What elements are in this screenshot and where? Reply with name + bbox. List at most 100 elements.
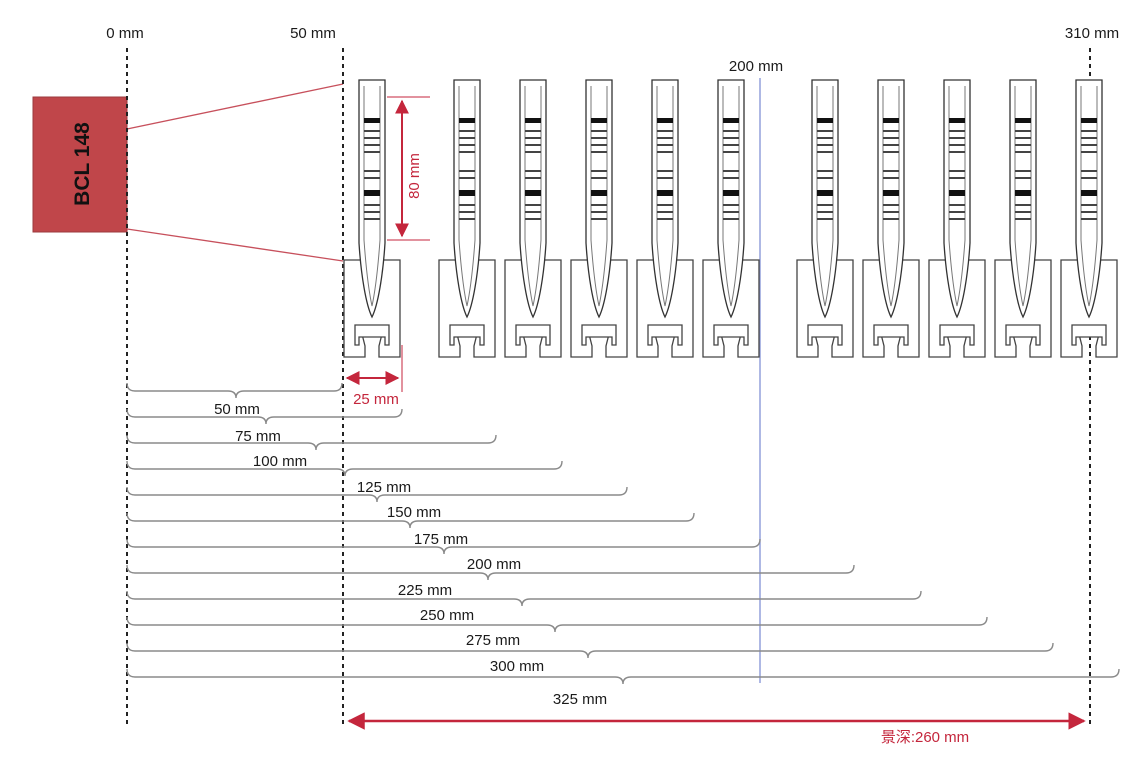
barcode-bar (459, 130, 475, 132)
tube-5 (636, 79, 694, 358)
barcode-bar (723, 190, 739, 196)
barcode-bar (883, 190, 899, 196)
barcode-bar (883, 151, 899, 153)
barcode-bar (591, 151, 607, 153)
barcode-bar (949, 218, 965, 220)
barcode-bar (591, 218, 607, 220)
distance-brace (126, 538, 761, 555)
tube-holder-notch (807, 324, 843, 346)
barcode-bar (1015, 170, 1031, 172)
barcode-bar (657, 130, 673, 132)
barcode-bar (657, 190, 673, 196)
barcode-bar (364, 130, 380, 132)
tube-inner (816, 86, 834, 307)
distance-brace (126, 486, 628, 503)
barcode-bar (364, 170, 380, 172)
barcode-bar (591, 130, 607, 132)
barcode-bar (1015, 137, 1031, 139)
barcode-bar (525, 177, 541, 179)
barcode-bar (949, 170, 965, 172)
distance-brace (126, 512, 695, 529)
barcode-bar (723, 151, 739, 153)
tube-holder-notch (515, 324, 551, 346)
barcode-bar (883, 204, 899, 206)
tube-body (651, 79, 679, 319)
barcode-bar (1015, 177, 1031, 179)
tube-4 (570, 79, 628, 358)
barcode-bar (657, 211, 673, 213)
barcode-bar (723, 177, 739, 179)
barcode-bar (459, 170, 475, 172)
barcode-bar (657, 137, 673, 139)
scan-beam-lower (126, 228, 344, 262)
barcode-bar (817, 130, 833, 132)
distance-label: 250 mm (420, 607, 474, 624)
distance-label: 175 mm (414, 531, 468, 548)
barcode-bar (364, 137, 380, 139)
tube-11 (1060, 79, 1118, 358)
barcode-bar (949, 130, 965, 132)
barcode-bar (723, 118, 739, 123)
barcode-bar (723, 170, 739, 172)
tube-inner (882, 86, 900, 307)
barcode-bar (525, 137, 541, 139)
barcode-bar (657, 170, 673, 172)
distance-label: 100 mm (253, 453, 307, 470)
distance-brace (126, 460, 563, 477)
distance-label: 300 mm (490, 658, 544, 675)
tube-holder-notch (581, 324, 617, 346)
barcode-bar (364, 190, 380, 196)
barcode-bar (1015, 204, 1031, 206)
tube-holder-notch (713, 324, 749, 346)
distance-brace (126, 382, 343, 399)
barcode-bar (364, 118, 380, 123)
barcode-bar (591, 170, 607, 172)
tube-10 (994, 79, 1052, 358)
tube-9 (928, 79, 986, 358)
tube-8 (862, 79, 920, 358)
barcode-bar (657, 118, 673, 123)
tube-inner (722, 86, 740, 307)
distance-label: 125 mm (357, 479, 411, 496)
tube-7 (796, 79, 854, 358)
barcode-bar (883, 211, 899, 213)
distance-label: 225 mm (398, 582, 452, 599)
barcode-bar (1015, 130, 1031, 132)
barcode-bar (817, 137, 833, 139)
tube-body (1009, 79, 1037, 319)
tube-holder-notch (1005, 324, 1041, 346)
barcode-bar (657, 218, 673, 220)
barcode-bar (949, 190, 965, 196)
barcode-bar (817, 204, 833, 206)
barcode-bar (525, 204, 541, 206)
barcode-bar (525, 218, 541, 220)
barcode-bar (459, 218, 475, 220)
barcode-bar (817, 170, 833, 172)
barcode-bar (1015, 144, 1031, 146)
scan-beam-upper (126, 83, 344, 130)
tube-holder-notch (939, 324, 975, 346)
tube-holder-notch (647, 324, 683, 346)
tube-inner (656, 86, 674, 307)
tube-2 (438, 79, 496, 358)
barcode-bar (364, 211, 380, 213)
barcode-bar (1015, 190, 1031, 196)
barcode-bar (723, 204, 739, 206)
barcode-bar (817, 151, 833, 153)
label-0mm: 0 mm (106, 25, 144, 42)
barcode-bar (1015, 211, 1031, 213)
label-50mm: 50 mm (290, 25, 336, 42)
barcode-bar (1081, 190, 1097, 196)
barcode-bar (883, 144, 899, 146)
barcode-bar (723, 137, 739, 139)
distance-brace (126, 590, 922, 607)
barcode-bar (459, 204, 475, 206)
barcode-bar (1015, 118, 1031, 123)
distance-label: 325 mm (553, 691, 607, 708)
tube-body (585, 79, 613, 319)
tube-6 (702, 79, 760, 358)
barcode-bar (1081, 211, 1097, 213)
tube-body (811, 79, 839, 319)
tube-body (453, 79, 481, 319)
